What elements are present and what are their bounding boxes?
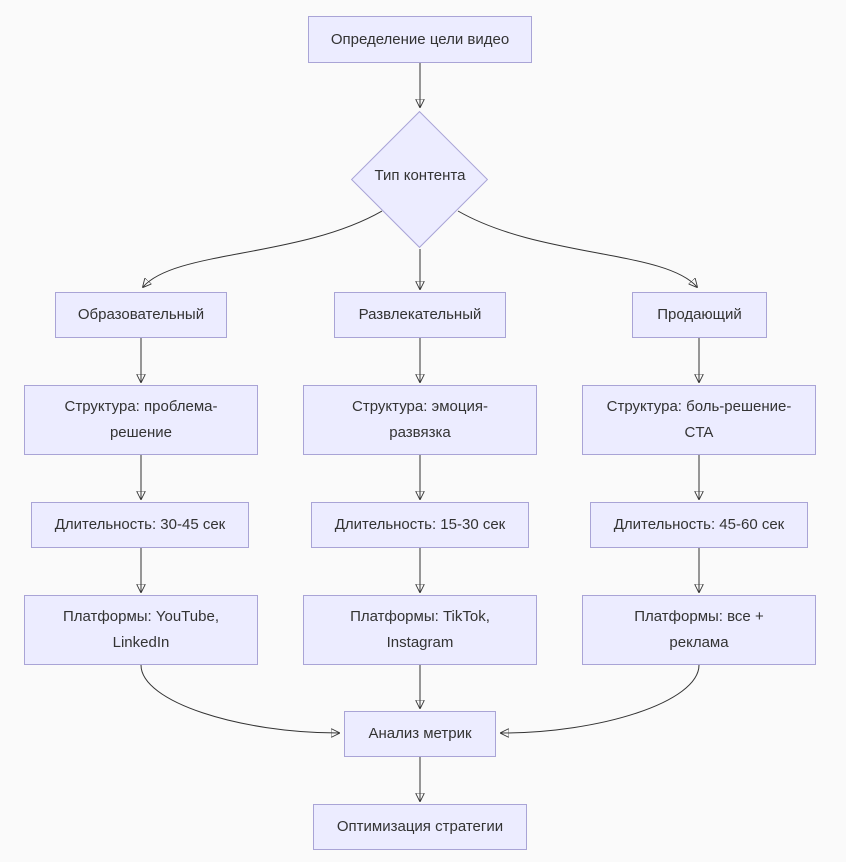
node-duration-entertaining: Длительность: 15-30 сек <box>311 502 529 548</box>
edge-content-type-selling <box>457 210 697 287</box>
node-educational: Образовательный <box>55 292 227 338</box>
node-structure-entertaining: Структура: эмоция- развязка <box>303 385 537 455</box>
node-content-type: Тип контента <box>374 167 466 184</box>
edge-platforms-sell-analysis <box>501 664 700 733</box>
node-entertaining: Развлекательный <box>334 292 506 338</box>
node-analysis: Анализ метрик <box>344 711 496 757</box>
edge-platforms-edu-analysis <box>140 664 339 733</box>
edge-content-type-educational <box>143 210 383 287</box>
node-platforms-entertaining: Платформы: TikTok, Instagram <box>303 595 537 665</box>
node-structure-educational: Структура: проблема- решение <box>24 385 258 455</box>
node-goal: Определение цели видео <box>308 16 532 63</box>
node-platforms-selling: Платформы: все + реклама <box>582 595 816 665</box>
node-structure-selling: Структура: боль-решение- CTA <box>582 385 816 455</box>
node-selling: Продающий <box>632 292 767 338</box>
node-duration-selling: Длительность: 45-60 сек <box>590 502 808 548</box>
node-duration-educational: Длительность: 30-45 сек <box>31 502 249 548</box>
node-platforms-educational: Платформы: YouTube, LinkedIn <box>24 595 258 665</box>
node-optimization: Оптимизация стратегии <box>313 804 527 850</box>
